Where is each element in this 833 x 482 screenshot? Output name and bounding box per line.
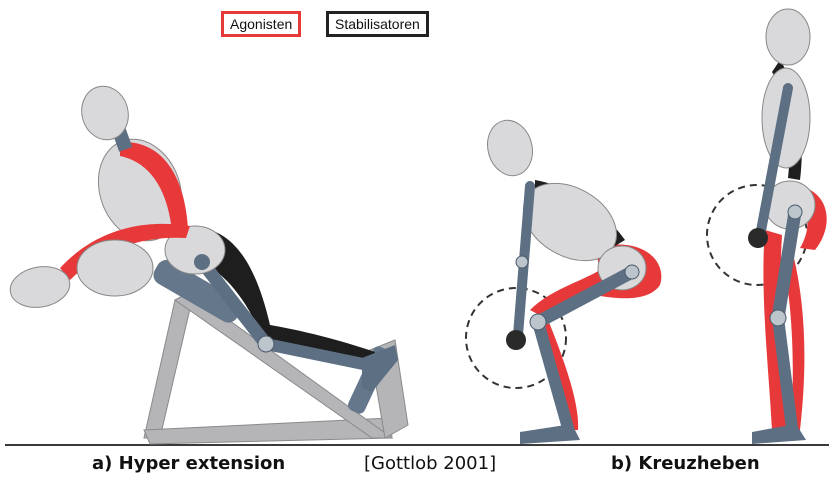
foot-start [520, 424, 580, 444]
knee-joint [258, 336, 274, 352]
hip-end [788, 205, 802, 219]
head-end [766, 9, 810, 65]
caption-source: [Gottlob 2001] [364, 453, 496, 474]
deadlift-start-figure [466, 115, 661, 444]
hand-start [506, 330, 526, 350]
elbow-start [516, 256, 528, 268]
caption-hyperextension: a) Hyper extension [92, 453, 285, 474]
caption-deadlift: b) Kreuzheben [611, 453, 760, 474]
legend-stabilizers: Stabilisatoren [326, 11, 429, 37]
knee-start [530, 314, 546, 330]
hyperextension-figure [7, 81, 408, 444]
hip-start [625, 265, 639, 279]
upper-arm [77, 240, 153, 296]
knee-end [770, 310, 786, 326]
head-start [482, 115, 539, 180]
deadlift-end-figure [707, 9, 827, 444]
hip-joint [194, 254, 210, 270]
hand-end [748, 228, 768, 248]
legend-agonists: Agonisten [221, 11, 301, 37]
